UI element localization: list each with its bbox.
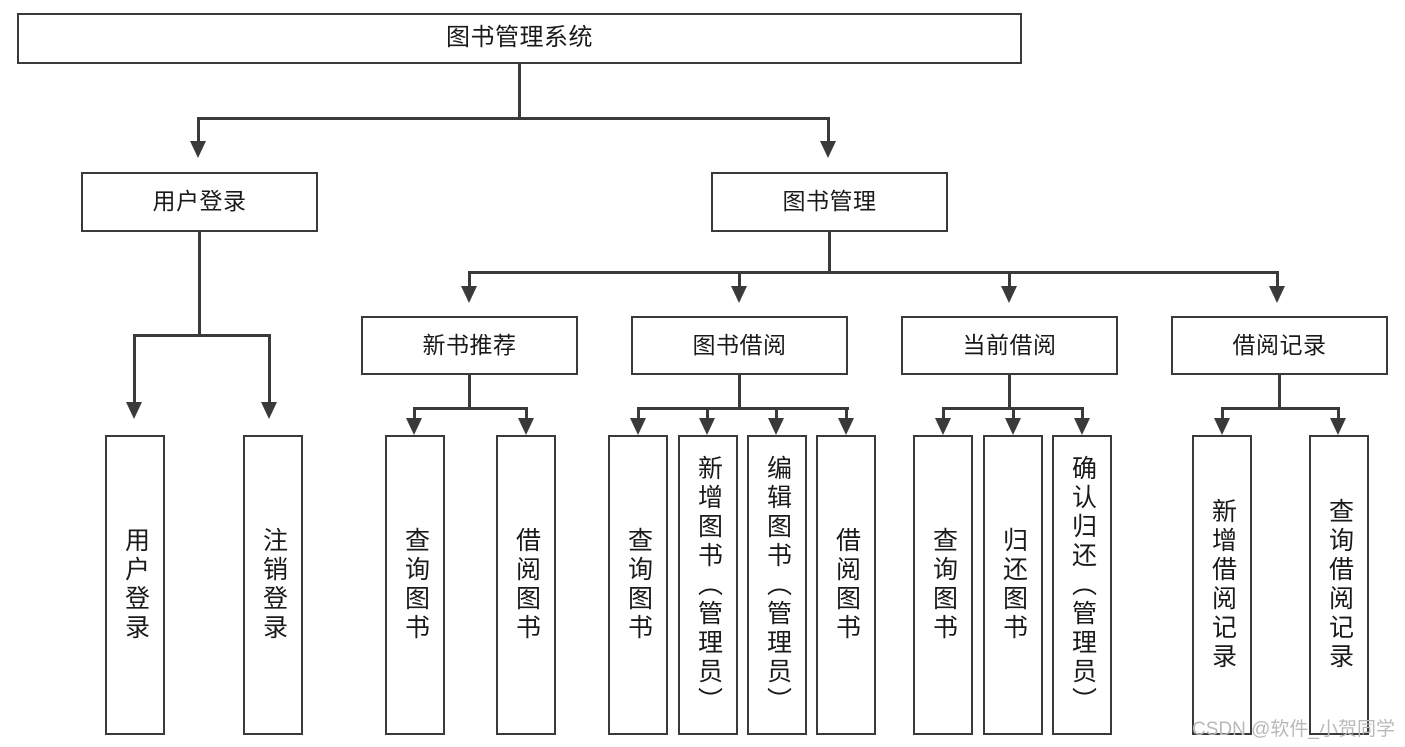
node-label: 查询借阅记录 [1325,498,1354,672]
connector-bm-to-borrow-record [1276,271,1279,289]
arrow-book-borrow-to-leaf-2 [699,418,715,435]
leaf-book-borrow-add-book[interactable]: 新增图书（管理员） [678,435,738,735]
connector-new-book-stem [468,375,471,410]
arrow-root-to-user-login [190,141,206,158]
leaf-current-borrow-confirm-return[interactable]: 确认归还（管理员） [1052,435,1112,735]
node-label: 图书管理 [782,188,877,215]
arrow-book-borrow-to-leaf-4 [838,418,854,435]
node-label: 注销登录 [259,527,288,643]
connector-current-borrow-to-leaf-3 [1081,407,1084,421]
connector-current-borrow-to-leaf-1 [942,407,945,421]
arrow-borrow-record-to-leaf-2 [1330,418,1346,435]
node-book-management[interactable]: 图书管理 [711,172,948,232]
connector-user-login-bus [133,334,270,337]
leaf-new-book-query-book[interactable]: 查询图书 [385,435,445,735]
node-label: 新书推荐 [422,331,517,358]
arrow-bm-to-current-borrow [1001,286,1017,303]
connector-new-book-to-leaf-2 [525,407,528,421]
leaf-book-borrow-edit-book[interactable]: 编辑图书（管理员） [747,435,807,735]
connector-book-borrow-to-leaf-4 [845,407,848,421]
arrow-book-borrow-to-leaf-3 [768,418,784,435]
connector-borrow-record-stem [1278,375,1281,410]
arrow-bm-to-new-book [461,286,477,303]
node-user-login[interactable]: 用户登录 [81,172,318,232]
arrow-bm-to-borrow-record [1269,286,1285,303]
connector-root-bus [197,117,830,120]
node-label: 查询图书 [401,527,430,643]
connector-new-book-bus [413,407,528,410]
arrow-root-to-book-management [820,141,836,158]
connector-new-book-to-leaf-1 [413,407,416,421]
node-root-book-management-system[interactable]: 图书管理系统 [17,13,1022,64]
connector-root-to-user-login [197,117,200,145]
csdn-watermark: CSDN @软件_小贺同学 [1192,714,1395,741]
node-label: 新增借阅记录 [1208,498,1237,672]
connector-current-borrow-to-leaf-2 [1012,407,1015,421]
node-current-borrow[interactable]: 当前借阅 [901,316,1118,375]
connector-borrow-record-to-leaf-1 [1221,407,1224,421]
connector-bm-to-current-borrow [1008,271,1011,289]
connector-borrow-record-to-leaf-2 [1337,407,1340,421]
node-book-borrow[interactable]: 图书借阅 [631,316,848,375]
leaf-book-borrow-borrow-book[interactable]: 借阅图书 [816,435,876,735]
arrow-bm-to-book-borrow [731,286,747,303]
arrow-current-borrow-to-leaf-1 [935,418,951,435]
connector-user-login-stem [198,232,201,336]
node-label: 查询图书 [624,527,653,643]
leaf-current-borrow-return-book[interactable]: 归还图书 [983,435,1043,735]
connector-user-login-to-leaf-1 [133,334,136,406]
leaf-book-borrow-query-book[interactable]: 查询图书 [608,435,668,735]
node-label: 新增图书（管理员） [694,454,723,716]
node-label: 归还图书 [999,527,1028,643]
node-label: 借阅记录 [1232,331,1327,358]
node-label: 当前借阅 [962,331,1057,358]
node-label: 确认归还（管理员） [1068,454,1097,716]
node-label: 编辑图书（管理员） [763,454,792,716]
connector-root-to-book-management [827,117,830,145]
arrow-user-login-to-leaf-2 [261,402,277,419]
arrow-new-book-to-leaf-1 [406,418,422,435]
connector-bm-to-book-borrow [738,271,741,289]
node-label: 用户登录 [121,527,150,643]
connector-book-borrow-to-leaf-3 [775,407,778,421]
connector-book-management-stem [828,232,831,274]
arrow-borrow-record-to-leaf-1 [1214,418,1230,435]
connector-bm-to-new-book [468,271,471,289]
node-label: 借阅图书 [512,527,541,643]
connector-borrow-record-bus [1221,407,1340,410]
arrow-book-borrow-to-leaf-1 [630,418,646,435]
connector-book-borrow-stem [738,375,741,410]
leaf-borrow-record-add-record[interactable]: 新增借阅记录 [1192,435,1252,735]
node-new-book-recommend[interactable]: 新书推荐 [361,316,578,375]
leaf-user-login-login[interactable]: 用户登录 [105,435,165,735]
leaf-user-login-logout[interactable]: 注销登录 [243,435,303,735]
node-label: 图书借阅 [692,331,787,358]
arrow-user-login-to-leaf-1 [126,402,142,419]
arrow-current-borrow-to-leaf-3 [1074,418,1090,435]
arrow-new-book-to-leaf-2 [518,418,534,435]
node-label: 借阅图书 [832,527,861,643]
leaf-borrow-record-query-record[interactable]: 查询借阅记录 [1309,435,1369,735]
leaf-new-book-borrow-book[interactable]: 借阅图书 [496,435,556,735]
watermark-text: CSDN @软件_小贺同学 [1192,719,1395,740]
connector-current-borrow-stem [1008,375,1011,410]
node-borrow-record[interactable]: 借阅记录 [1171,316,1388,375]
arrow-current-borrow-to-leaf-2 [1005,418,1021,435]
connector-book-management-bus [468,271,1278,274]
node-label: 用户登录 [152,188,247,215]
connector-book-borrow-to-leaf-2 [706,407,709,421]
connector-book-borrow-bus [637,407,849,410]
connector-root-stem [518,64,521,119]
leaf-current-borrow-query-book[interactable]: 查询图书 [913,435,973,735]
node-label: 图书管理系统 [446,24,593,52]
connector-book-borrow-to-leaf-1 [637,407,640,421]
node-label: 查询图书 [929,527,958,643]
connector-user-login-to-leaf-2 [268,334,271,406]
